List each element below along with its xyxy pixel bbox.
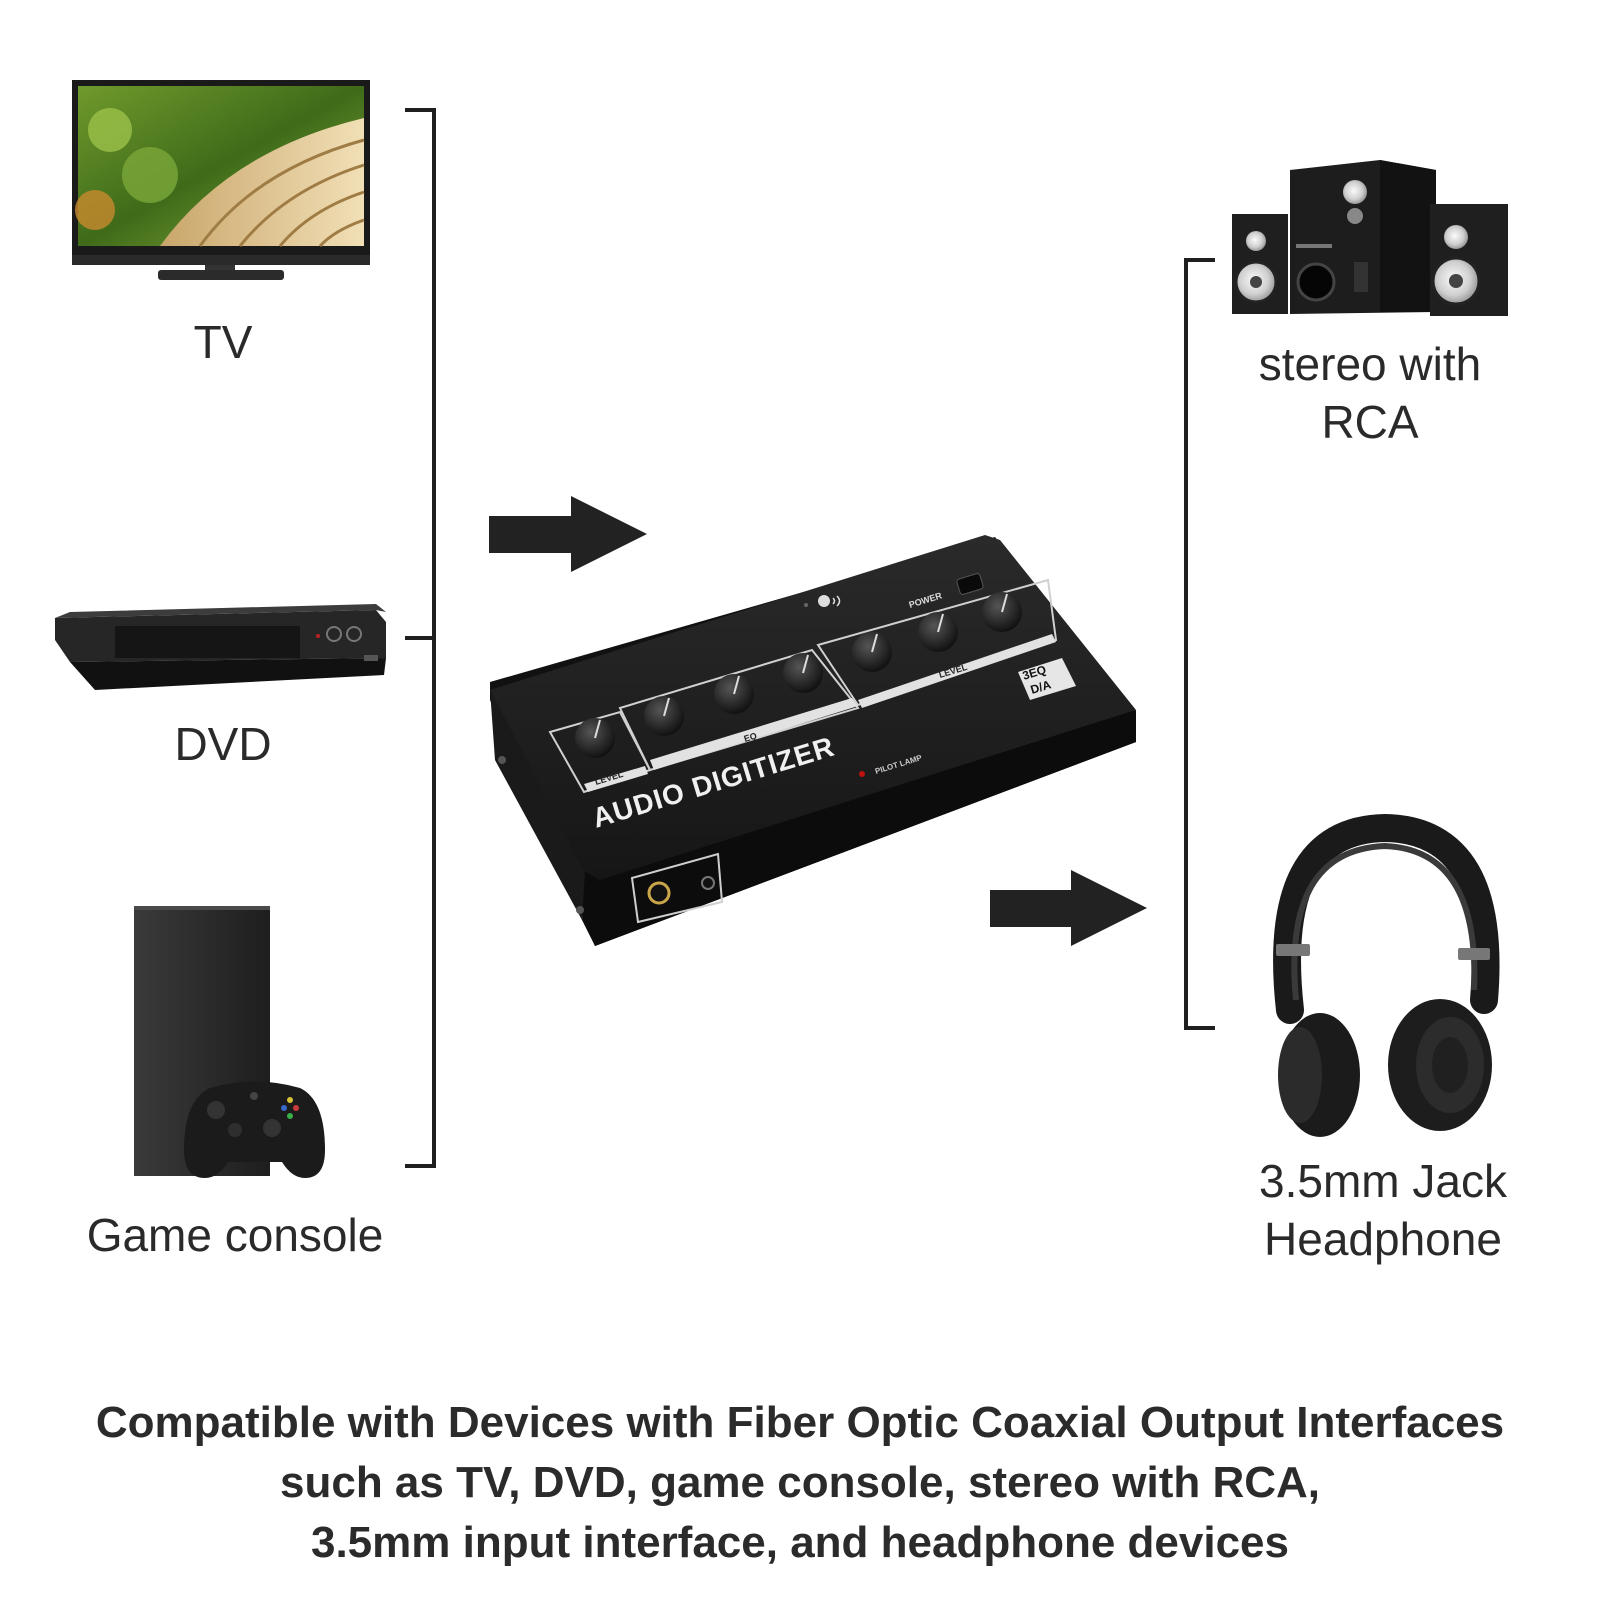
output-arrow-icon bbox=[990, 870, 1147, 946]
knob-level-2 bbox=[918, 612, 958, 652]
output-label-stereo: stereo with RCA bbox=[1230, 336, 1510, 451]
caption-line-3: 3.5mm input interface, and headphone dev… bbox=[310, 1518, 1290, 1567]
badge-bottom-text: D/A bbox=[1029, 677, 1053, 697]
game-console-icon bbox=[134, 906, 325, 1178]
knob-level-1 bbox=[852, 632, 892, 672]
bluetooth-icon bbox=[818, 595, 841, 607]
knob-eq-2 bbox=[714, 674, 754, 714]
output-label-stereo-line2: RCA bbox=[1321, 395, 1419, 448]
source-label-dvd: DVD bbox=[174, 718, 272, 770]
source-label-tv: TV bbox=[193, 316, 253, 368]
output-label-headphone-line1: 3.5mm Jack bbox=[1259, 1155, 1507, 1207]
tv-icon bbox=[72, 80, 370, 280]
output-label-headphone-line2: Headphone bbox=[1264, 1212, 1502, 1265]
audio-digitizer-device: AUDIO DIGITIZER POWER PILOT LAMP EQ LEVE… bbox=[490, 535, 1136, 946]
input-arrow-icon bbox=[489, 496, 647, 572]
output-bracket bbox=[1184, 258, 1215, 1030]
stereo-speakers-icon bbox=[1232, 160, 1508, 316]
source-label-game-console: Game console bbox=[86, 1209, 384, 1261]
knob-level-left bbox=[575, 718, 615, 758]
badge-top-text: 3EQ bbox=[1021, 662, 1048, 682]
dvd-player-icon bbox=[55, 604, 386, 690]
compatibility-caption: Compatible with Devices with Fiber Optic… bbox=[0, 1393, 1600, 1573]
knob-eq-3 bbox=[783, 653, 823, 693]
3eq-da-badge: 3EQ D/A bbox=[1018, 658, 1076, 700]
source-bracket bbox=[405, 108, 436, 1168]
knob-eq-1 bbox=[644, 696, 684, 736]
power-switch bbox=[956, 573, 984, 595]
output-label-headphone: 3.5mm Jack Headphone bbox=[1230, 1153, 1536, 1268]
eq-label: EQ bbox=[743, 731, 758, 744]
output-label-stereo-line1: stereo with bbox=[1258, 338, 1482, 390]
caption-line-1: Compatible with Devices with Fiber Optic… bbox=[95, 1398, 1505, 1447]
caption-line-2: such as TV, DVD, game console, stereo wi… bbox=[280, 1458, 1320, 1507]
headphones-icon bbox=[1273, 813, 1500, 1137]
knob-level-3 bbox=[982, 592, 1022, 632]
pilot-lamp-icon bbox=[859, 771, 865, 777]
